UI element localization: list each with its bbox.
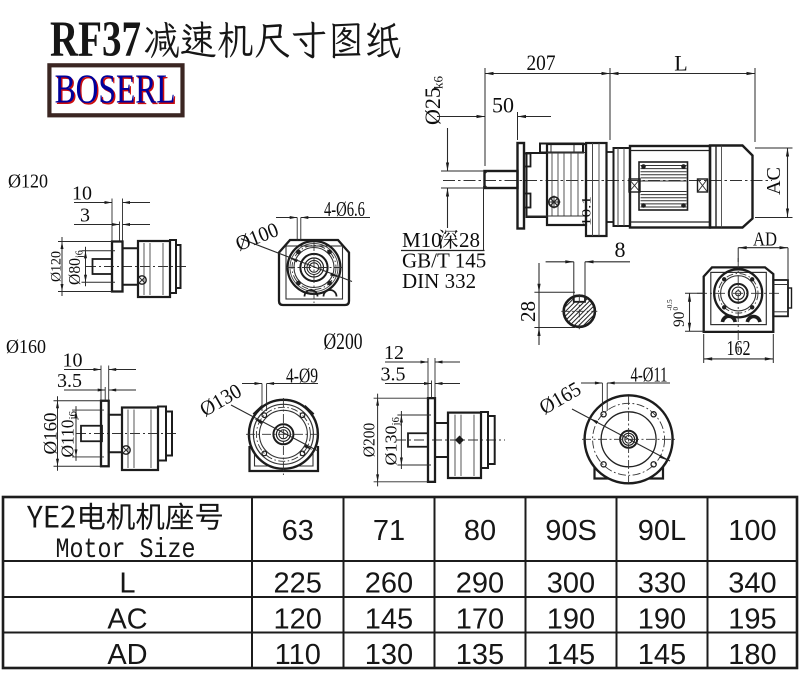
svg-text:190: 190 [638,604,686,636]
svg-text:k6: k6 [431,76,446,90]
svg-text:135: 135 [456,639,504,671]
svg-text:190: 190 [547,604,595,636]
svg-text:120: 120 [274,604,322,636]
svg-text:L: L [674,51,687,76]
svg-text:Ø200: Ø200 [324,329,363,354]
svg-text:DIN 332: DIN 332 [402,269,476,293]
svg-text:Ø130: Ø130 [382,426,401,466]
svg-text:100: 100 [728,515,776,547]
svg-text:j6: j6 [390,416,402,426]
svg-text:80: 80 [464,515,496,547]
svg-text:Ø80: Ø80 [65,258,84,285]
svg-text:28: 28 [459,228,480,252]
svg-text:50: 50 [492,93,514,118]
svg-text:300: 300 [547,568,595,600]
svg-text:AD: AD [753,229,777,251]
svg-text:330: 330 [638,568,686,600]
svg-text:10.1: 10.1 [579,196,594,226]
svg-text:12: 12 [384,342,404,364]
svg-text:110: 110 [275,639,321,671]
svg-text:AD: AD [107,639,147,671]
svg-text:290: 290 [456,568,504,600]
svg-text:90S: 90S [545,515,597,547]
svg-text:j6: j6 [67,410,79,420]
svg-text:90L: 90L [638,515,686,547]
svg-text:3.5: 3.5 [381,364,406,386]
svg-text:28: 28 [516,301,540,322]
svg-text:145: 145 [547,639,595,671]
svg-text:Ø120: Ø120 [49,251,65,282]
svg-text:207: 207 [527,50,556,75]
svg-text:Ø160: Ø160 [41,413,62,455]
svg-text:225: 225 [274,568,322,600]
svg-text:10: 10 [72,183,92,205]
svg-text:162: 162 [727,336,751,360]
svg-text:AC: AC [763,167,785,195]
svg-text:340: 340 [728,568,776,600]
svg-text:AC: AC [107,604,147,636]
svg-text:Ø25: Ø25 [420,87,445,125]
svg-text:260: 260 [365,568,413,600]
svg-text:71: 71 [373,515,405,547]
svg-text:Motor Size: Motor Size [56,535,196,566]
svg-text:0: 0 [672,307,680,311]
svg-text:195: 195 [728,604,776,636]
svg-text:170: 170 [456,604,504,636]
svg-text:-0.5: -0.5 [666,299,674,311]
svg-text:M10: M10 [402,228,442,252]
svg-text:130: 130 [365,639,413,671]
svg-text:10: 10 [63,350,83,372]
svg-text:4-Ø11: 4-Ø11 [631,363,668,387]
svg-text:8: 8 [615,237,626,262]
svg-text:BOSERL: BOSERL [56,67,177,113]
svg-text:4-Ø9: 4-Ø9 [286,363,318,387]
svg-text:Ø160: Ø160 [6,336,46,358]
svg-text:Ø120: Ø120 [8,171,48,193]
svg-text:4-Ø6.6: 4-Ø6.6 [324,197,365,221]
svg-text:j6: j6 [75,250,86,259]
svg-text:180: 180 [728,639,776,671]
svg-text:145: 145 [638,639,686,671]
svg-text:L: L [119,568,135,600]
svg-text:3.5: 3.5 [57,370,82,392]
svg-text:BOSERL: BOSERL [55,66,176,112]
svg-text:145: 145 [365,604,413,636]
svg-text:Ø200: Ø200 [360,423,379,458]
svg-text:GB/T 145: GB/T 145 [402,249,486,273]
svg-text:Ø110: Ø110 [58,420,78,458]
svg-text:3: 3 [80,205,90,227]
svg-text:90: 90 [671,311,688,327]
svg-text:63: 63 [282,515,314,547]
svg-text:RF37: RF37 [50,12,141,68]
